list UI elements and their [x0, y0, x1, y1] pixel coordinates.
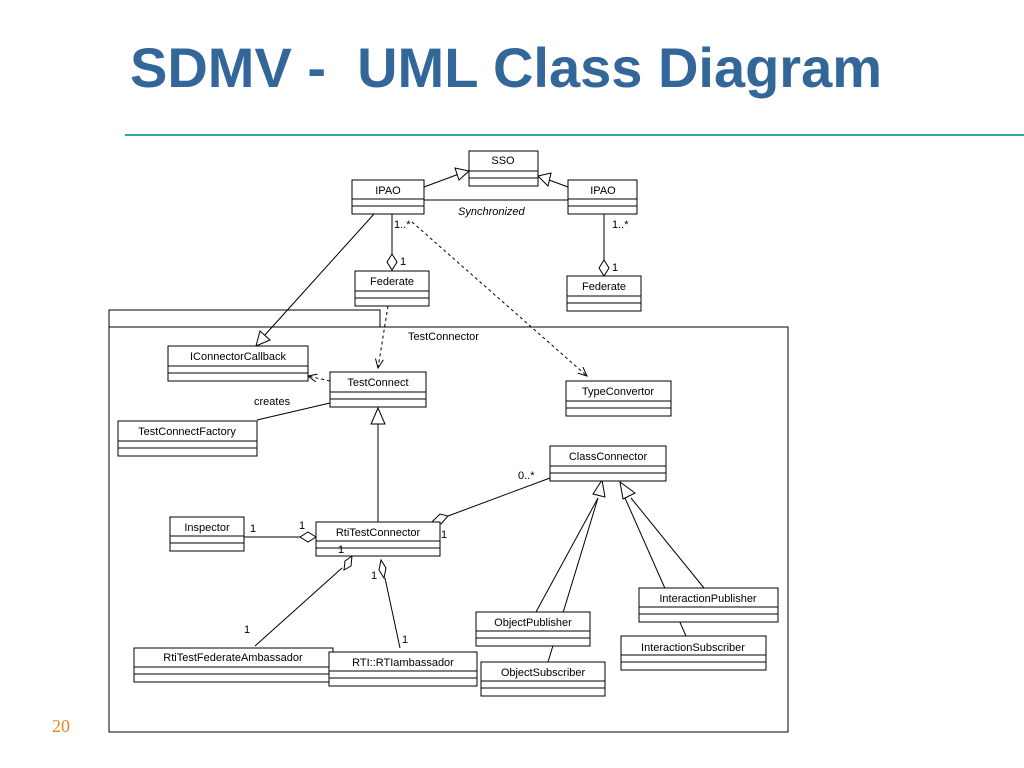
- class-objectsubscriber: ObjectSubscriber: [480, 661, 606, 697]
- class-name: ClassConnector: [569, 451, 648, 463]
- class-name: IConnectorCallback: [190, 351, 286, 363]
- class-name: IPAO: [590, 185, 616, 197]
- label-synchronized: Synchronized: [458, 206, 526, 218]
- aggregation-diamond: [343, 554, 353, 571]
- generalization-interactionpublisher-classconnector: [630, 497, 705, 589]
- aggregation-rtitestconnector-federateambassador: [254, 567, 343, 647]
- dependency-federate-testconnect: [378, 305, 389, 368]
- class-interactionpublisher: InteractionPublisher: [638, 587, 779, 623]
- class-rtitestfederateambassador: RtiTestFederateAmbassador: [133, 647, 334, 683]
- class-name: RtiTestConnector: [336, 527, 421, 539]
- mult-federate-ambassador: 1: [244, 624, 250, 636]
- class-name: Federate: [370, 276, 414, 288]
- association-creates: [256, 402, 331, 421]
- class-federate-right: Federate: [566, 275, 642, 312]
- mult-rti-ambassador-side: 1: [371, 570, 377, 582]
- dependency-ipao-typeconvertor: [411, 221, 587, 376]
- aggregation-rtitestconnector-rtiambassador: [384, 577, 401, 649]
- class-rti-rtiambassador: RTI::RTIambassador: [328, 651, 478, 687]
- class-name: InteractionPublisher: [659, 593, 757, 605]
- mult-rti-classconnector: 1: [441, 529, 447, 541]
- generalization-arrowhead: [454, 167, 471, 181]
- mult-ipao-right: 1..*: [612, 219, 629, 231]
- class-name: IPAO: [375, 185, 401, 197]
- class-classconnector: ClassConnector: [549, 445, 667, 482]
- class-federate-left: Federate: [354, 270, 430, 307]
- class-rtitestconnector: RtiTestConnector: [315, 521, 441, 557]
- class-name: RTI::RTIambassador: [352, 657, 454, 669]
- generalization-arrowhead: [537, 172, 552, 187]
- mult-classconnector: 0..*: [518, 470, 535, 482]
- class-typeconvertor: TypeConvertor: [565, 380, 672, 417]
- generalization-arrowhead: [255, 330, 271, 347]
- aggregation-rtitestconnector-classconnector: [447, 477, 551, 517]
- aggregation-diamond: [378, 558, 387, 580]
- class-testconnect: TestConnect: [329, 371, 427, 408]
- class-sso: SSO: [468, 150, 539, 187]
- label-creates: creates: [254, 396, 291, 408]
- slide-page-number: 20: [52, 716, 70, 736]
- class-testconnectfactory: TestConnectFactory: [117, 420, 258, 457]
- generalization-ipao-left-sso: [423, 173, 460, 188]
- mult-inspector: 1: [250, 523, 256, 535]
- slide-title: SDMV - UML Class Diagram: [130, 36, 883, 99]
- mult-rti-bottom: 1: [338, 544, 344, 556]
- title-underline: [125, 134, 1024, 136]
- dependency-testconnect-iconnectorcallback: [308, 376, 331, 381]
- ipao-to-iconnectorcallback: [263, 213, 375, 337]
- class-name: InteractionSubscriber: [641, 642, 745, 654]
- generalization-arrowhead: [619, 480, 636, 500]
- aggregation-diamond: [598, 259, 610, 277]
- relationships: [244, 167, 705, 663]
- generalization-ipao-right-sso: [548, 179, 569, 188]
- class-name: TestConnectFactory: [138, 426, 236, 438]
- class-name: TestConnect: [347, 377, 408, 389]
- class-ipao-right: IPAO: [567, 179, 638, 215]
- class-iconnectorcallback: IConnectorCallback: [167, 345, 309, 382]
- relationship-labels: Synchronized 1..* 1 1..* 1 creates 0..* …: [244, 206, 629, 646]
- class-name: ObjectSubscriber: [501, 667, 586, 679]
- class-ipao-left: IPAO: [351, 179, 425, 215]
- generalization-arrowhead: [592, 478, 606, 498]
- class-name: ObjectPublisher: [494, 617, 572, 629]
- class-inspector: Inspector: [169, 516, 245, 552]
- class-name: RtiTestFederateAmbassador: [163, 652, 303, 664]
- class-name: Federate: [582, 281, 626, 293]
- mult-rti-ambassador: 1: [402, 634, 408, 646]
- class-interactionsubscriber: InteractionSubscriber: [620, 635, 767, 671]
- mult-federate-right: 1: [612, 262, 618, 274]
- package-tab: [108, 309, 381, 328]
- class-name: SSO: [491, 155, 515, 167]
- class-name: Inspector: [184, 522, 230, 534]
- package-label: TestConnector: [408, 331, 479, 343]
- mult-ipao-left: 1..*: [394, 219, 411, 231]
- class-name: TypeConvertor: [582, 386, 654, 398]
- mult-federate-left: 1: [400, 256, 406, 268]
- generalization-arrowhead: [370, 406, 386, 425]
- aggregation-diamond: [386, 253, 398, 271]
- mult-rti-inspector: 1: [299, 520, 305, 532]
- generalization-objectpublisher-classconnector: [535, 497, 599, 613]
- class-objectpublisher: ObjectPublisher: [475, 611, 591, 647]
